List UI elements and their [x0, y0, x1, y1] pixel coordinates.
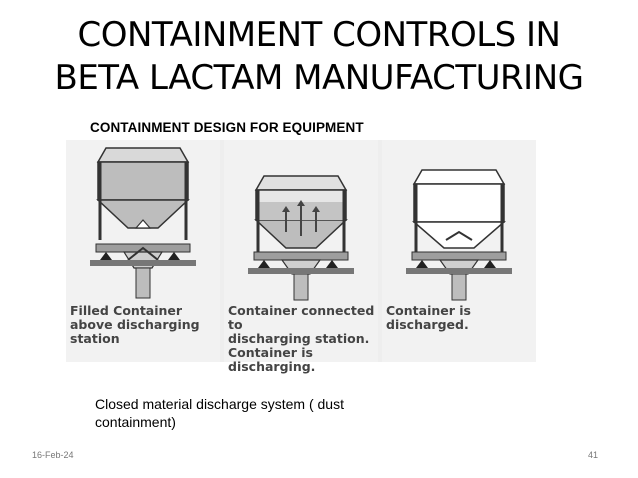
caption-line: Container connected to: [228, 303, 375, 332]
panel-caption: Container is discharged.: [386, 304, 471, 332]
figure-note: Closed material discharge system ( dust …: [95, 396, 344, 430]
filled-container-illustration: [90, 147, 196, 299]
caption-line: discharged.: [386, 317, 469, 332]
containment-diagram: Filled Container above discharging stati…: [66, 140, 536, 374]
caption-line: Filled Container: [70, 303, 183, 318]
panel-container-discharging: Container connected to discharging stati…: [224, 140, 378, 374]
title-line-2: BETA LACTAM MANUFACTURING: [54, 58, 585, 98]
panel-container-discharged: Container is discharged.: [382, 140, 536, 362]
panel-caption: Filled Container above discharging stati…: [70, 304, 200, 346]
caption-line: above discharging: [70, 317, 200, 332]
title-line-1: CONTAINMENT CONTROLS IN: [77, 15, 562, 55]
discharging-container-illustration: [248, 175, 354, 301]
caption-line: discharging station.: [228, 331, 370, 346]
caption-line: Container is: [386, 303, 471, 318]
page-number: 41: [587, 450, 598, 460]
caption-line: Container is discharging.: [228, 345, 316, 374]
caption-line: station: [70, 331, 120, 346]
panel-filled-container: Filled Container above discharging stati…: [66, 140, 220, 362]
panel-caption: Container connected to discharging stati…: [228, 304, 378, 374]
slide-title: CONTAINMENT CONTROLS IN BETA LACTAM MANU…: [0, 14, 638, 100]
discharged-container-illustration: [406, 169, 512, 301]
footer-date: 16-Feb-24: [32, 450, 74, 460]
slide-subtitle: CONTAINMENT DESIGN FOR EQUIPMENT: [90, 120, 364, 135]
